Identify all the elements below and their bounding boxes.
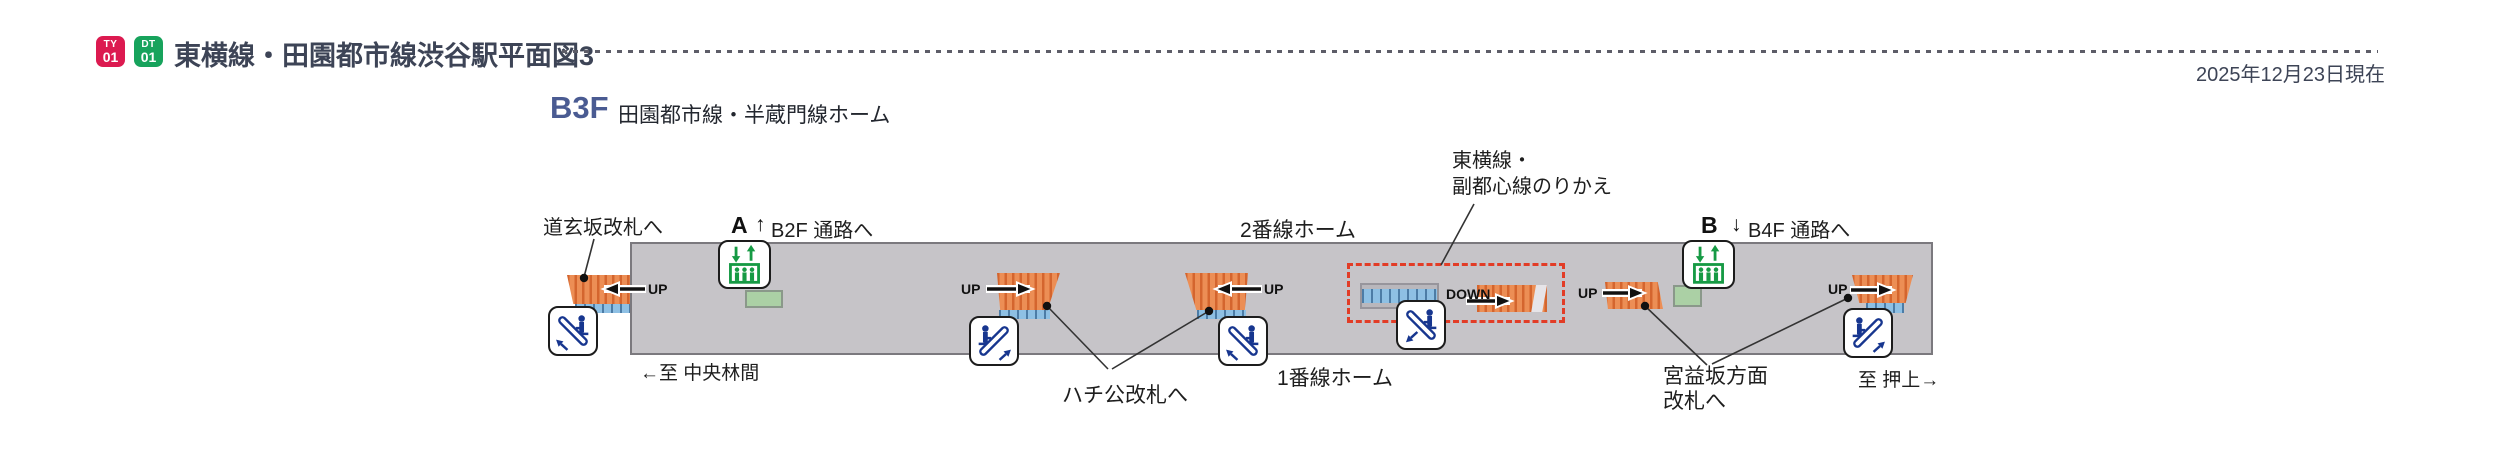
escalator-down-icon xyxy=(1396,300,1446,350)
badge-line-code: DT xyxy=(141,38,156,50)
platform-band xyxy=(630,242,1933,355)
badge-number: 01 xyxy=(102,48,119,65)
escalator-ramp-dogenzaka xyxy=(567,275,630,304)
up-label-miyamasu-right: UP xyxy=(1828,281,1848,297)
elevator-icon-a xyxy=(718,240,771,289)
to-oshiage-label: 至 押上→ xyxy=(1858,370,1940,391)
date-note: 2025年12月23日現在 xyxy=(2196,64,2385,86)
up-label-hachiko-left: UP xyxy=(961,281,981,297)
floor-label: B3F xyxy=(550,90,609,125)
stair-strip-dogenzaka xyxy=(575,304,630,313)
exit-b-destination: B4F 通路へ xyxy=(1748,220,1851,242)
escalator-up-right-icon xyxy=(1843,308,1893,358)
elevator-landing-a xyxy=(745,290,783,308)
down-arrow-glyph: ↓ xyxy=(1731,213,1742,236)
miyamasu-label-line1: 宮益坂方面 xyxy=(1663,365,1768,388)
hachiko-gate-label: ハチ公改札へ xyxy=(1062,384,1188,407)
stair-strip-hachiko-left xyxy=(999,310,1050,319)
line-badge-toyoko: TY 01 xyxy=(96,36,125,67)
line-badge-dentoshi: DT 01 xyxy=(134,36,163,67)
transfer-label: 東横線・ 副都心線のりかえ xyxy=(1452,148,1612,200)
elevator-icon-b xyxy=(1682,240,1735,289)
stair-strip-hachiko-right xyxy=(1197,310,1246,319)
exit-a-destination: B2F 通路へ xyxy=(771,220,874,242)
badge-line-code: TY xyxy=(103,38,118,50)
escalator-ramp-miyamasu-right xyxy=(1852,275,1913,303)
platform1-label: 1番線ホーム xyxy=(1277,367,1394,390)
miyamasu-gate-label: 宮益坂方面 改札へ xyxy=(1663,364,1768,414)
down-label-transfer: DOWN xyxy=(1446,286,1491,302)
exit-b-letter: B xyxy=(1701,212,1718,238)
to-chuorinkan-label: ←至 中央林間 xyxy=(640,363,760,384)
escalator-up-left-icon xyxy=(548,306,598,356)
floor-name: 田園都市線・半蔵門線ホーム xyxy=(618,104,891,127)
escalator-up-right-icon xyxy=(969,316,1019,366)
escalator-up-left-icon xyxy=(1218,316,1268,366)
up-label-dogenzaka: UP xyxy=(648,281,668,297)
dogenzaka-gate-label: 道玄坂改札へ xyxy=(543,217,663,239)
dotted-divider xyxy=(562,50,2378,53)
exit-a-letter: A xyxy=(731,212,748,238)
pointer-line-dogenzaka xyxy=(583,238,595,278)
escalator-ramp-miyamasu-left xyxy=(1605,282,1663,309)
up-label-hachiko-right: UP xyxy=(1264,281,1284,297)
page-title: 東横線・田園都市線渋谷駅平面図3 xyxy=(174,41,595,71)
transfer-label-line2: 副都心線のりかえ xyxy=(1452,176,1612,198)
miyamasu-label-line2: 改札へ xyxy=(1663,390,1726,413)
badge-number: 01 xyxy=(140,48,157,65)
transfer-label-line1: 東横線・ xyxy=(1452,150,1532,172)
platform2-label: 2番線ホーム xyxy=(1240,219,1357,242)
up-label-miyamasu-left: UP xyxy=(1578,285,1598,301)
up-arrow-glyph: ↑ xyxy=(755,213,766,236)
